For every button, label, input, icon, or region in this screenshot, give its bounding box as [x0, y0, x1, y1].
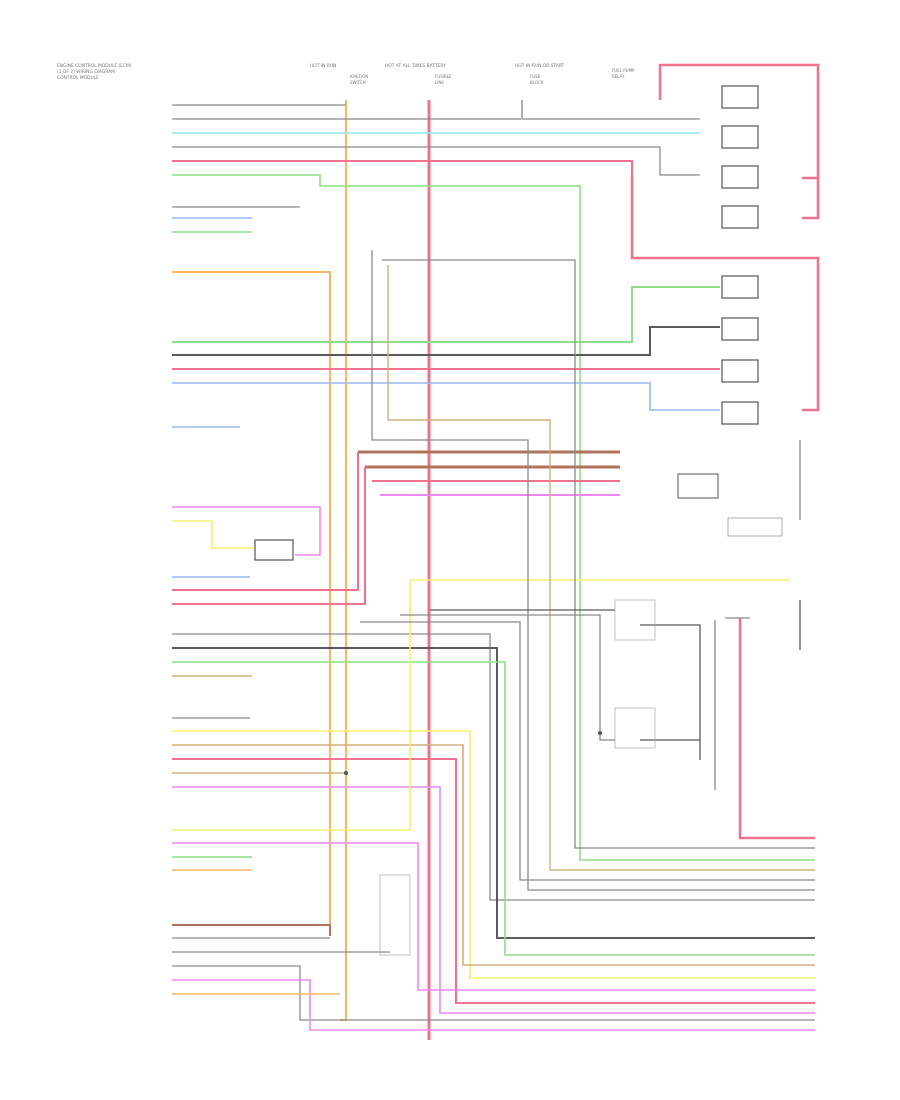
- wire-yellow-loop: [172, 520, 255, 549]
- wire-gnd-5: [400, 614, 615, 741]
- wire-h-14-blue: [172, 382, 720, 411]
- wire-l-9-pink: [172, 979, 815, 1031]
- wire-l-2-pink: [172, 842, 815, 991]
- wire-ignition-feed: [340, 100, 347, 1021]
- wire-l-1-yellow: [172, 579, 790, 831]
- header-line-3: CONTROL MODULE: [57, 75, 99, 81]
- header-line-2: (1 OF 2) WIRING DIAGRAM: [57, 69, 115, 75]
- connector-dot-2: [598, 731, 602, 735]
- wire-m-11-red: [172, 758, 815, 1004]
- wire-gnd-2: [382, 259, 815, 849]
- wire-red-lower-loop: [738, 618, 815, 840]
- injector-6-box: [721, 317, 759, 341]
- injector-7-box: [721, 359, 759, 383]
- wire-m-4: [172, 633, 815, 901]
- wire-m-9-yellow: [172, 730, 815, 979]
- wire-m-6-green: [172, 661, 815, 956]
- sensor-box-right: [677, 473, 719, 499]
- wire-h-6-green: [172, 174, 815, 861]
- top-label-3: HOT IN RUN OR START: [515, 63, 565, 69]
- injector-5-box: [721, 275, 759, 299]
- components: [254, 85, 783, 956]
- injector-2-box: [721, 125, 759, 149]
- wire-red-top-loop: [658, 63, 820, 180]
- top-label-2-sub-2: LINK: [435, 80, 444, 85]
- top-label-2-sub-1: FUSIBLE: [435, 74, 452, 79]
- injector-8-box: [721, 401, 759, 425]
- top-label-4-sub-1: FUEL PUMP: [612, 68, 635, 73]
- wire-gnd-4: [360, 621, 815, 881]
- wire-pink-loop: [172, 506, 321, 556]
- wire-m-10-tan: [172, 744, 815, 966]
- connector-box-right: [727, 517, 783, 537]
- top-label-3-sub-2: BLOCK: [530, 80, 544, 85]
- injector-4-box: [721, 205, 759, 229]
- sensor-box-left: [254, 539, 294, 561]
- wire-m-2-red: [172, 452, 359, 591]
- top-label-4-sub-2: RELAY: [612, 74, 625, 79]
- relay-box-upper: [614, 599, 656, 641]
- top-label-1: HOT IN RUN: [310, 63, 336, 69]
- wire-gnd-3: [387, 265, 815, 871]
- wire-l-8: [172, 965, 815, 1021]
- wire-m-13-pink: [172, 786, 815, 1014]
- top-label-2: HOT AT ALL TIMES BATTERY: [385, 63, 446, 69]
- injector-3-box: [721, 165, 759, 189]
- wires: [172, 63, 820, 1040]
- top-label-3-sub-1: FUSE: [530, 74, 541, 79]
- wire-red-top-return: [802, 178, 820, 220]
- wire-relay-1: [640, 624, 701, 760]
- wire-l-5-brown: [172, 924, 331, 936]
- wire-h-11-green: [172, 286, 720, 343]
- wire-h-10-orange: [172, 271, 331, 936]
- splice-connector: [379, 874, 411, 956]
- top-label-1-sub-2: SWITCH: [350, 80, 366, 85]
- injector-1-box: [721, 85, 759, 109]
- top-label-1-sub-1: IGNITION: [350, 74, 368, 79]
- header-line-1: ENGINE CONTROL MODULE (ECM): [57, 63, 132, 69]
- wire-h-5-red: [172, 160, 633, 176]
- top-labels: HOT IN RUN IGNITION SWITCH HOT AT ALL TI…: [310, 63, 635, 85]
- wire-h-12-black: [172, 326, 720, 356]
- wire-gnd-1: [371, 250, 815, 891]
- wire-h-4: [172, 146, 700, 176]
- wire-m-3-red: [172, 467, 366, 605]
- header: ENGINE CONTROL MODULE (ECM) (1 OF 2) WIR…: [57, 63, 132, 81]
- relay-box-lower: [614, 707, 656, 749]
- wire-red-mid-loop: [630, 176, 820, 412]
- wire-m-5-black: [172, 647, 815, 939]
- connector-dot-1: [344, 771, 348, 775]
